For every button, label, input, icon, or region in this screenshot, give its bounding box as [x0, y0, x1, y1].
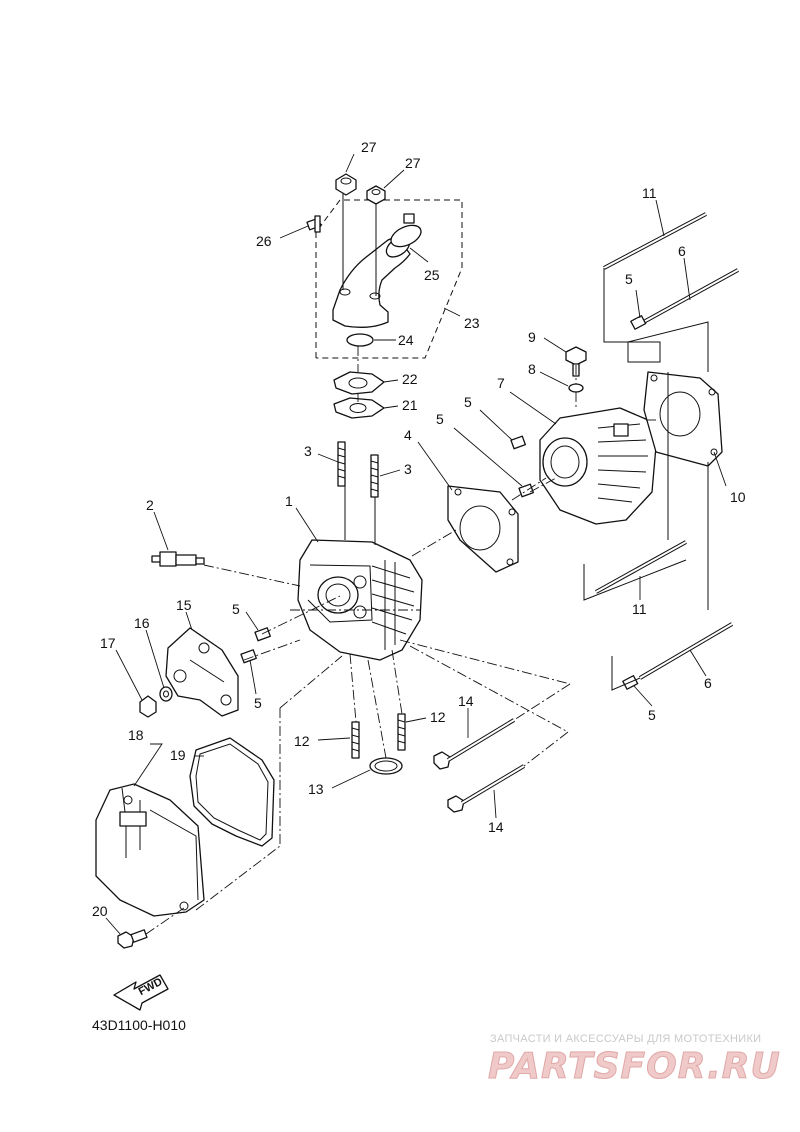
leader-lines — [105, 153, 727, 935]
bolt-20 — [117, 929, 148, 949]
callout-5: 5 — [625, 271, 633, 287]
nut-27-left — [335, 173, 357, 196]
callout-5: 5 — [436, 411, 444, 427]
stud-12-left — [351, 721, 360, 759]
intake-manifold — [332, 190, 411, 328]
callout-10: 10 — [730, 489, 746, 505]
callout-5: 5 — [254, 695, 262, 711]
callout-22: 22 — [402, 371, 418, 387]
stud-bracket-lines — [583, 268, 709, 691]
stud-6-top — [630, 268, 739, 330]
stud-6-bottom — [622, 622, 734, 690]
dowel-5-mid — [518, 483, 534, 498]
washer-8 — [568, 383, 584, 393]
callout-14: 14 — [488, 819, 504, 835]
callout-20: 20 — [92, 903, 108, 919]
stud-11-bottom — [595, 540, 687, 594]
callout-1: 1 — [285, 493, 293, 509]
cylinder-head-cover — [95, 783, 205, 917]
callout-26: 26 — [256, 233, 272, 249]
callout-27: 27 — [361, 139, 377, 155]
nut-17 — [139, 695, 157, 718]
hose-clamp — [390, 213, 422, 248]
bolt-14-upper — [433, 718, 516, 770]
callout-3: 3 — [404, 461, 412, 477]
callout-7: 7 — [497, 375, 505, 391]
callout-8: 8 — [528, 361, 536, 377]
cylinder-head — [297, 445, 423, 661]
callout-25: 25 — [424, 267, 440, 283]
stud-11-top — [603, 212, 707, 270]
cylinder-gasket — [447, 485, 519, 573]
stud-12-right — [397, 713, 406, 751]
callout-15: 15 — [176, 597, 192, 613]
stud-3-left — [337, 441, 346, 487]
hose-fitting-26 — [306, 215, 322, 233]
callout-19: 19 — [170, 747, 186, 763]
callout-5: 5 — [232, 601, 240, 617]
fwd-arrow: FWD — [113, 974, 169, 1011]
diagram-code: 43D1100-H010 — [92, 1017, 186, 1033]
callout-17: 17 — [100, 635, 116, 651]
callout-6: 6 — [704, 675, 712, 691]
callout-4: 4 — [404, 427, 412, 443]
callout-21: 21 — [402, 397, 418, 413]
callout-6: 6 — [678, 243, 686, 259]
watermark-logo: PARTSFOR.RU — [488, 1046, 781, 1088]
callout-24: 24 — [398, 332, 414, 348]
watermark-caption: ЗАПЧАСТИ И АКСЕССУАРЫ ДЛЯ МОТОТЕХНИКИ — [490, 1033, 762, 1045]
o-ring-24 — [346, 333, 374, 347]
callout-12: 12 — [294, 733, 310, 749]
dowel-5-bracket-a — [254, 627, 271, 642]
callout-18: 18 — [128, 727, 144, 743]
callout-2: 2 — [146, 497, 154, 513]
dowel-5-bracket-b — [240, 649, 257, 664]
callout-27: 27 — [405, 155, 421, 171]
o-ring-13 — [369, 757, 403, 775]
gasket-21 — [333, 397, 385, 419]
rocker-bracket — [165, 627, 239, 717]
callouts: 27 27 26 25 23 24 22 21 3 3 1 2 4 5 5 7 … — [92, 139, 746, 919]
cover-gasket — [189, 737, 275, 847]
callout-23: 23 — [464, 315, 480, 331]
cylinder — [539, 407, 657, 525]
callout-5: 5 — [648, 707, 656, 723]
washer-16 — [159, 686, 173, 702]
callout-14: 14 — [458, 693, 474, 709]
base-gasket — [643, 371, 723, 467]
bolt-14-lower — [447, 764, 526, 813]
dowel-5-upper — [510, 435, 526, 450]
nut-27-right — [366, 185, 386, 205]
spark-plug — [151, 551, 205, 567]
intake-assembly-box — [315, 199, 463, 359]
assembly-lines — [145, 346, 656, 935]
insulator-22 — [333, 371, 385, 395]
stud-3-right — [370, 454, 379, 498]
callout-12: 12 — [430, 709, 446, 725]
callout-11: 11 — [632, 601, 647, 617]
callout-11: 11 — [642, 185, 657, 201]
callout-9: 9 — [528, 329, 536, 345]
callout-16: 16 — [134, 615, 150, 631]
callout-5: 5 — [464, 394, 472, 410]
callout-3: 3 — [304, 443, 312, 459]
callout-13: 13 — [308, 781, 324, 797]
